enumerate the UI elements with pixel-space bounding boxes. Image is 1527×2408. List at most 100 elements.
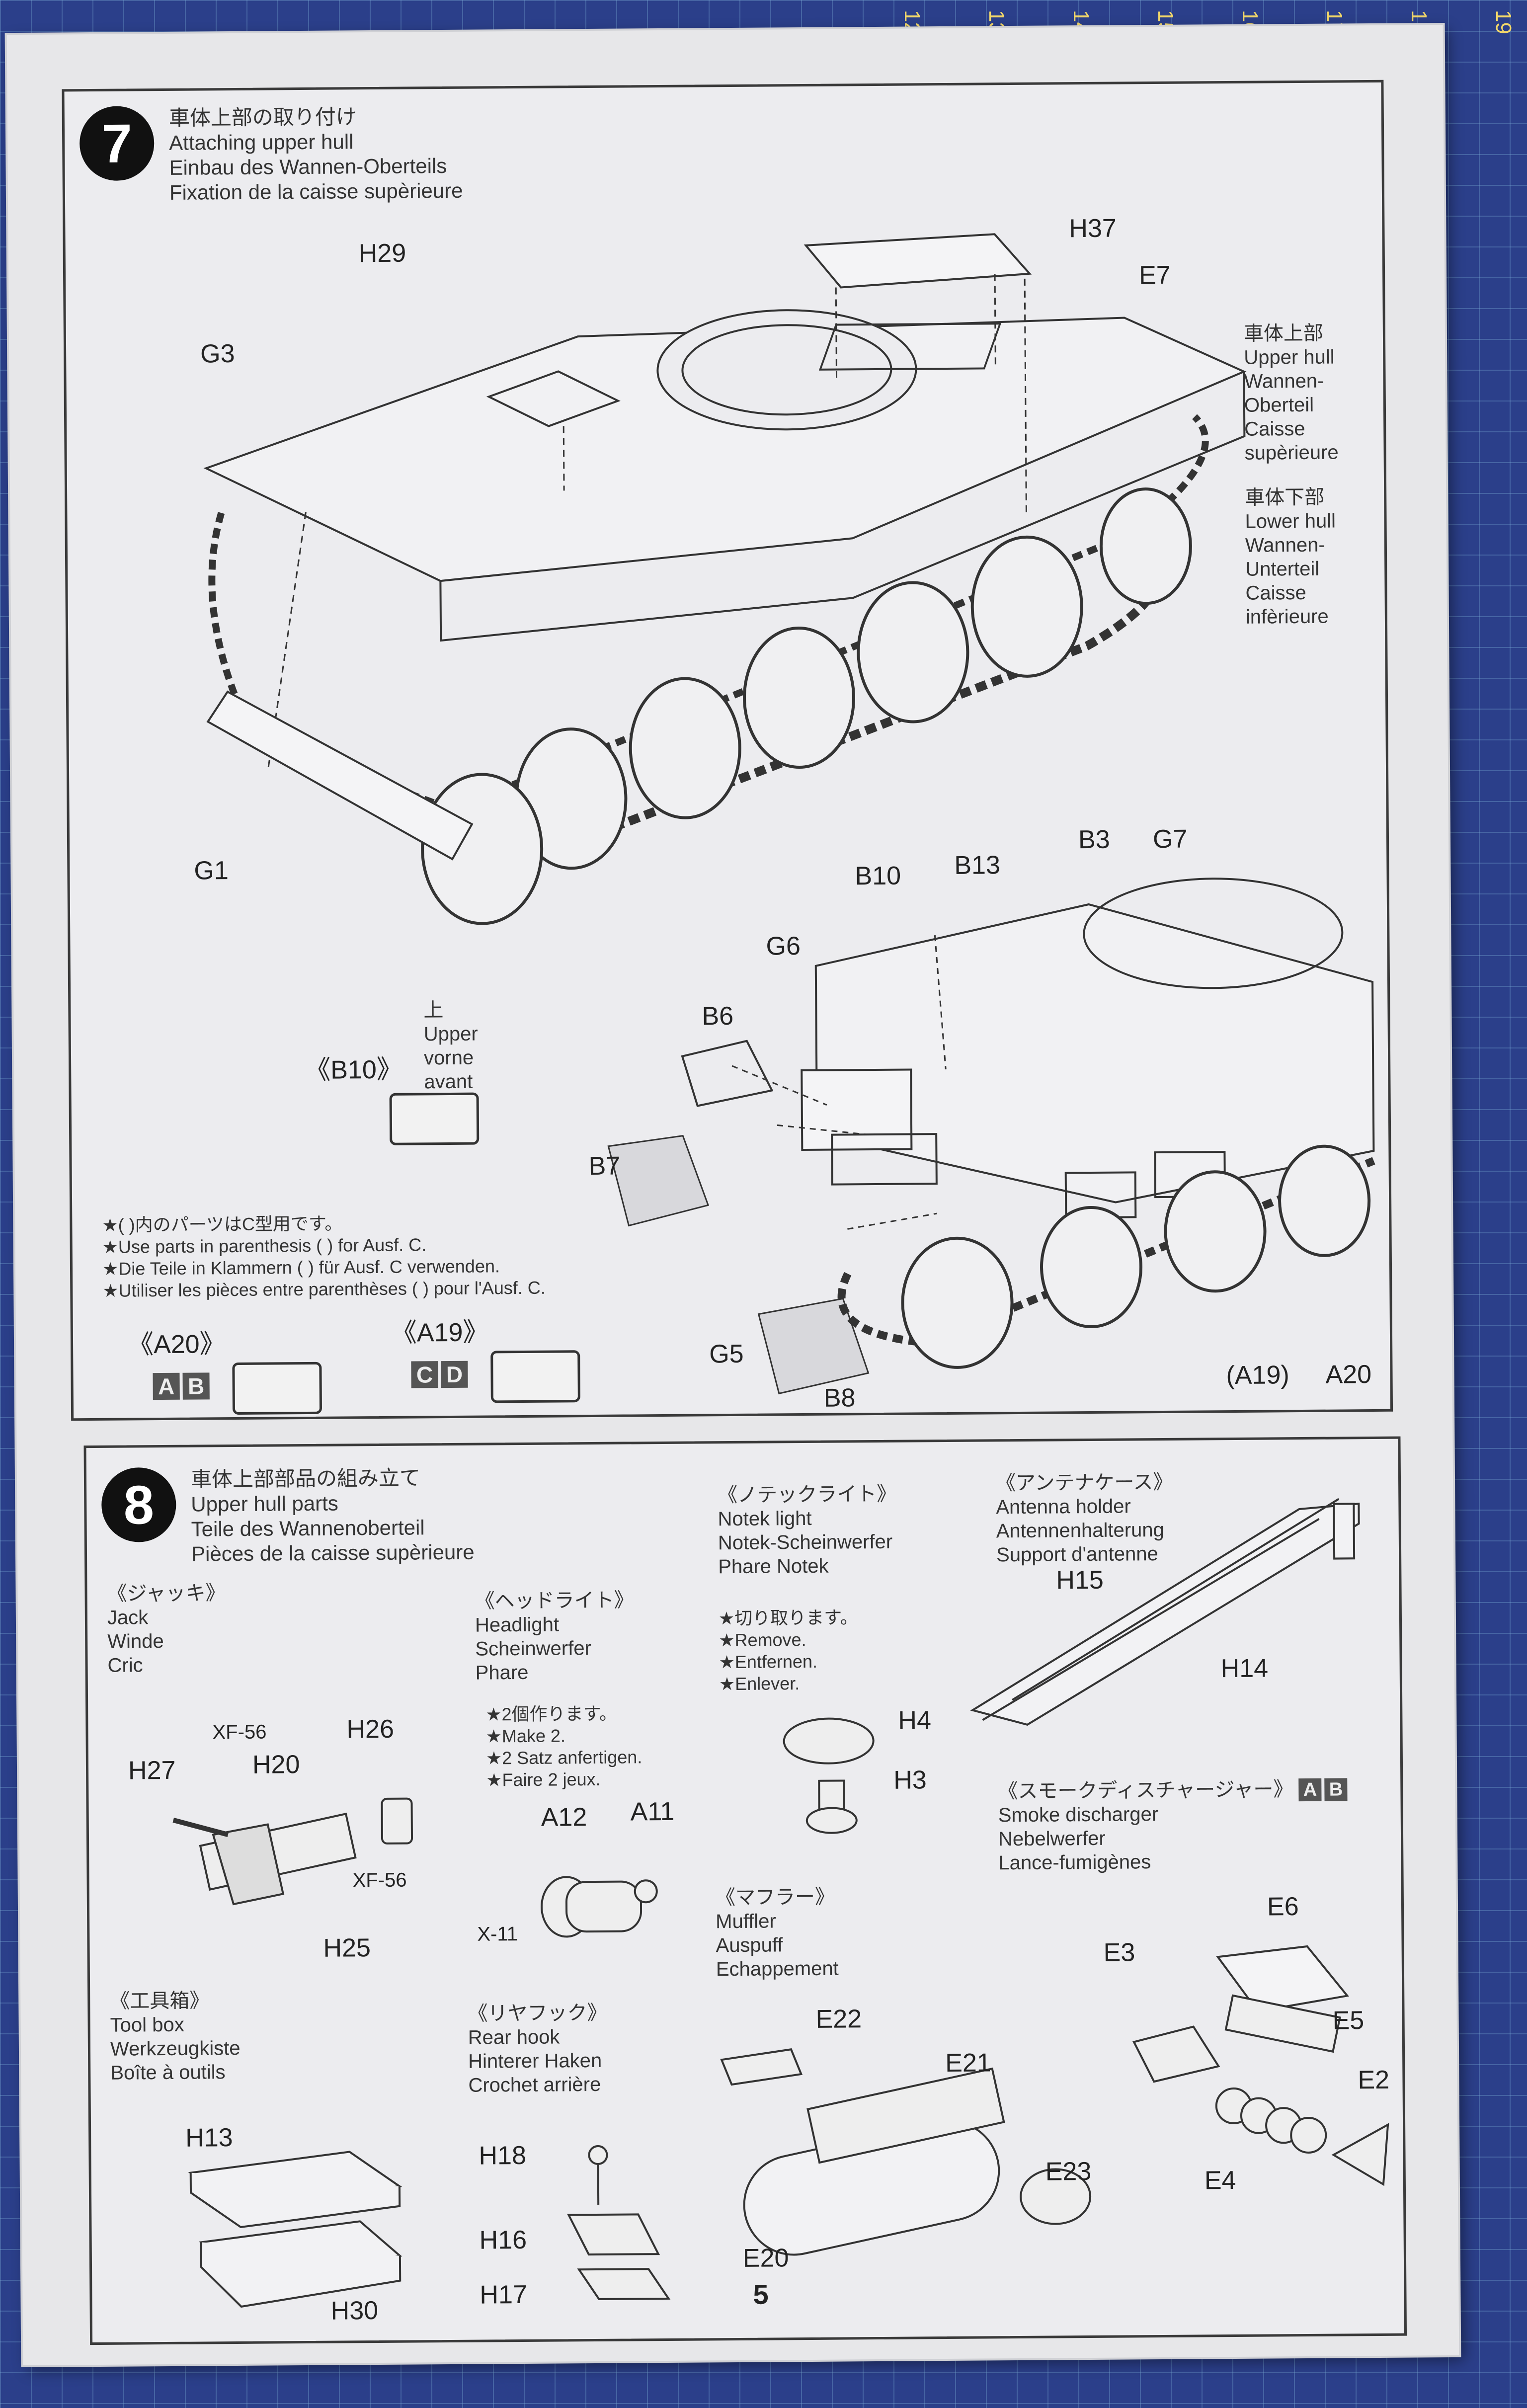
caption-line: Boîte à outils — [110, 2061, 226, 2084]
part-label: E5 — [1332, 2006, 1365, 2035]
caption-line: Notek light — [718, 1507, 812, 1530]
notek-caption: 《ノテックライト》 Notek light Notek-Scheinwerfer… — [718, 1482, 897, 1579]
part-label: A11 — [630, 1797, 675, 1827]
page-number: 5 — [753, 2278, 769, 2310]
caption-line: Nebelwerfer — [998, 1827, 1106, 1850]
orient-line: 上 — [423, 999, 444, 1022]
toolbox-caption: 《工具箱》 Tool box Werkzeugkiste Boîte à out… — [110, 1989, 241, 2085]
jack-drawing — [172, 1797, 413, 1906]
jack-caption: 《ジャッキ》 Jack Winde Cric — [107, 1581, 226, 1678]
caption-jp: 《スモークディスチャージャー》 — [998, 1778, 1293, 1803]
note-line: ★Use parts in parenthesis ( ) for Ausf. … — [102, 1234, 427, 1257]
title-de: Teile des Wannenoberteil — [191, 1516, 425, 1541]
callout-line: 車体上部 — [1243, 322, 1324, 345]
b10-part-icon — [389, 1092, 480, 1145]
version-badge: A — [1298, 1778, 1322, 1802]
part-label: E7 — [1138, 260, 1171, 290]
callout-line: Caisse supèrieure — [1244, 417, 1339, 464]
caption-line: Werkzeugkiste — [110, 2037, 241, 2060]
smoke-discharger-drawing — [1132, 1945, 1389, 2186]
headlight-caption: 《ヘッドライト》 Headlight Scheinwerfer Phare — [475, 1588, 635, 1685]
callout-line: Caisse infèrieure — [1245, 581, 1329, 628]
part-label: H20 — [252, 1750, 300, 1779]
caption-line: Cric — [107, 1654, 143, 1677]
note-line: ★Entfernen. — [719, 1651, 818, 1673]
part-label: XF-56 — [352, 1869, 407, 1892]
a20-part-icon — [232, 1362, 322, 1415]
caption-line: Jack — [107, 1606, 149, 1629]
a20-variant-title: 《A20》 — [127, 1330, 226, 1360]
note-line: ★Enlever. — [719, 1673, 800, 1694]
muffler-drawing — [720, 2048, 1092, 2256]
caption-line: Auspuff — [716, 1934, 783, 1957]
note-line: ★Make 2. — [485, 1725, 566, 1747]
caption-line: Winde — [107, 1630, 164, 1653]
headlight-notes: ★2個作ります。 ★Make 2. ★2 Satz anfertigen. ★F… — [485, 1702, 643, 1791]
b10-orientation: 上 Upper vorne avant — [423, 998, 478, 1094]
part-label: H30 — [330, 2296, 379, 2326]
part-label: H29 — [358, 239, 406, 268]
title-fr: Pièces de la caisse supèrieure — [191, 1540, 475, 1566]
part-label: H37 — [1069, 214, 1117, 243]
version-badge: B — [182, 1372, 210, 1400]
part-label: E21 — [945, 2048, 991, 2078]
part-label: B8 — [823, 1383, 856, 1413]
version-badge: D — [441, 1361, 468, 1388]
orient-line: avant — [424, 1070, 473, 1093]
version-badge: A — [153, 1372, 180, 1400]
note-line: ★2 Satz anfertigen. — [485, 1747, 643, 1768]
caption-line: 《工具箱》 — [110, 1990, 210, 2012]
title-jp: 車体上部の取り付け — [168, 105, 357, 130]
step-8-panel: 8 車体上部部品の組み立て Upper hull parts Teile des… — [83, 1436, 1407, 2345]
note-line: ★Faire 2 jeux. — [486, 1768, 601, 1790]
notek-notes: ★切り取ります。 ★Remove. ★Entfernen. ★Enlever. — [719, 1606, 859, 1695]
note-line: ★Utiliser les pièces entre parenthèses (… — [102, 1277, 546, 1301]
version-badge: C — [411, 1361, 438, 1388]
part-label: B6 — [702, 1001, 734, 1031]
part-label: E20 — [742, 2244, 789, 2273]
caption-line: Smoke discharger — [998, 1803, 1159, 1827]
part-label: B3 — [1078, 825, 1110, 855]
step-number-badge: 8 — [101, 1467, 176, 1542]
part-label: G5 — [709, 1339, 744, 1369]
a19-variant-title: 《A19》 — [391, 1318, 489, 1348]
title-en: Attaching upper hull — [169, 130, 354, 155]
callout-line: 車体下部 — [1245, 486, 1325, 509]
part-label: H4 — [898, 1706, 932, 1735]
rear-hook-drawing — [567, 2145, 671, 2300]
part-label: H3 — [893, 1766, 927, 1795]
lower-hull-callout: 車体下部 Lower hull Wannen-Unterteil Caisse … — [1245, 485, 1385, 629]
part-label: A20 — [1325, 1360, 1372, 1389]
part-label: H25 — [323, 1933, 371, 1963]
part-label: G1 — [194, 856, 229, 885]
part-label: H14 — [1220, 1654, 1269, 1684]
part-label: H27 — [128, 1756, 176, 1785]
caption-line: Phare Notek — [718, 1555, 829, 1578]
part-label: B13 — [954, 851, 1001, 880]
caption-line: Rear hook — [468, 2026, 560, 2049]
upper-hull-callout: 車体上部 Upper hull Wannen-Oberteil Caisse s… — [1244, 321, 1384, 465]
caption-line: 《リヤフック》 — [468, 2002, 607, 2025]
notek-drawing — [783, 1717, 875, 1834]
part-label: B7 — [588, 1151, 621, 1181]
part-label: X-11 — [477, 1923, 518, 1945]
part-label: B10 — [855, 861, 901, 891]
callout-line: Wannen-Unterteil — [1245, 534, 1325, 580]
ruler-number: 19 — [1491, 10, 1516, 34]
caption-line: Scheinwerfer — [475, 1637, 591, 1660]
part-label: E2 — [1358, 2065, 1390, 2095]
toolbox-drawing — [188, 2151, 402, 2308]
part-label: H26 — [346, 1714, 395, 1744]
b10-detail-title: 《B10》 — [305, 1055, 402, 1085]
caption-line: Phare — [475, 1661, 529, 1684]
part-label: G7 — [1152, 824, 1188, 854]
caption-line: Tool box — [110, 2013, 184, 2036]
note-line: ★Die Teile in Klammern ( ) für Ausf. C v… — [102, 1256, 500, 1279]
hull-assembly-drawing — [203, 233, 1247, 925]
part-label: G3 — [200, 339, 235, 369]
part-label: E3 — [1103, 1938, 1135, 1967]
callout-line: Lower hull — [1245, 510, 1336, 533]
caption-line: 《ジャッキ》 — [107, 1582, 226, 1605]
